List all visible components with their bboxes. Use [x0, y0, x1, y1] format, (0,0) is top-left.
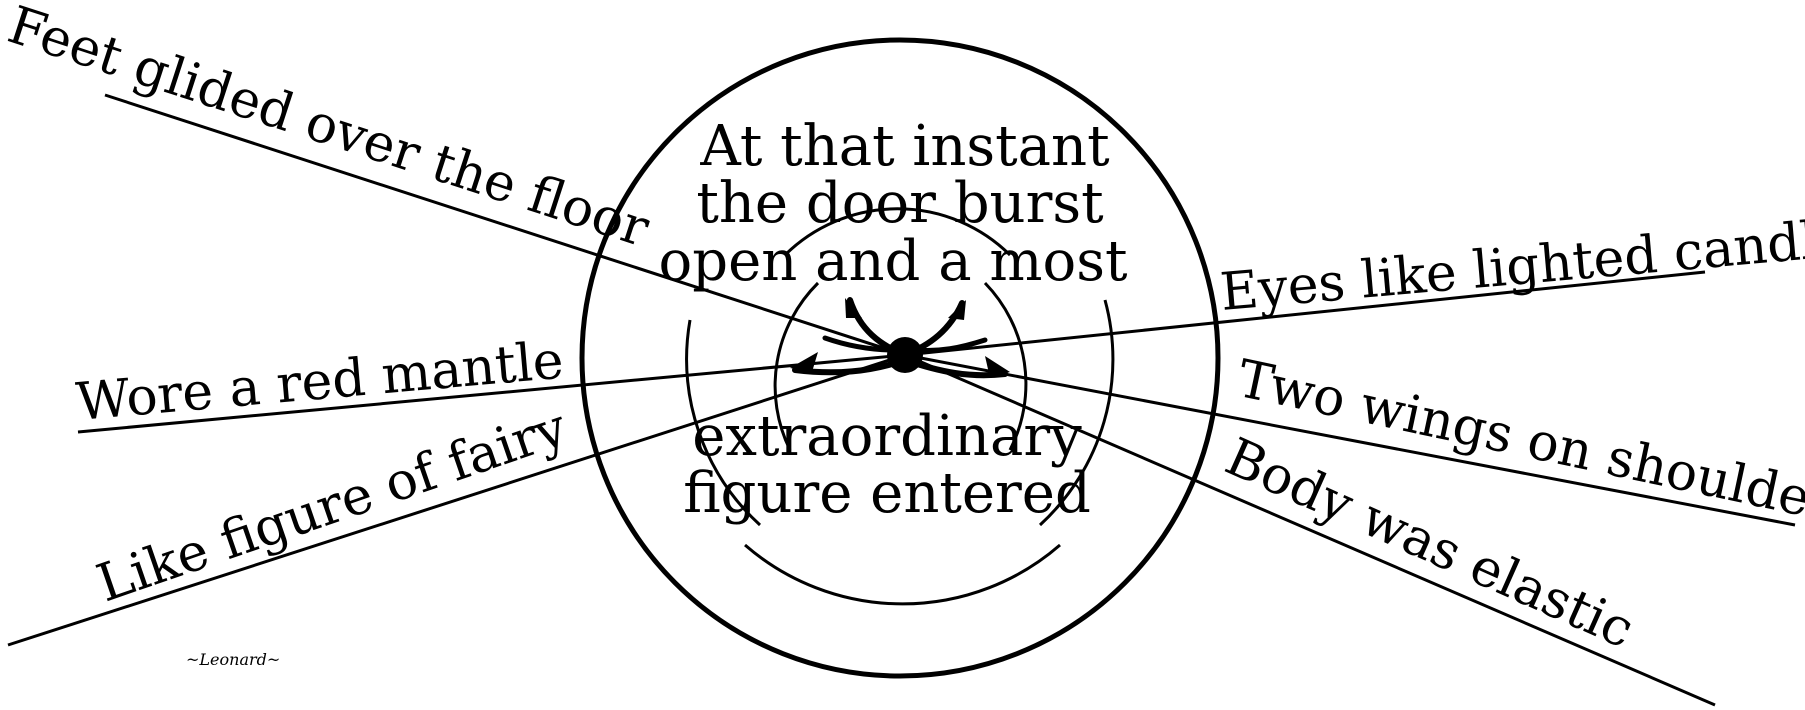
- signature: ~Leonard~: [186, 650, 280, 669]
- inner-arc-left: [685, 319, 762, 527]
- inner-arc-top: [783, 207, 1012, 257]
- center-line-5: figure entered: [683, 461, 1091, 526]
- center-line-3: open and a most: [659, 229, 1128, 294]
- spoke-line-body: [904, 353, 1716, 707]
- central-figure-icon: [790, 297, 1010, 379]
- inner-arc-bottom: [744, 543, 1061, 606]
- spoke-line-eyes: [904, 270, 1706, 357]
- spoke-line-mantle: [77, 353, 906, 434]
- spoke-line-wings: [904, 353, 1796, 527]
- spoke-line-feet: [104, 93, 906, 357]
- center-text: At that instant the door burst open and …: [659, 114, 1128, 526]
- center-line-1: At that instant: [699, 114, 1110, 179]
- inner-arc-small-right: [983, 281, 1028, 451]
- outer-circle: [579, 37, 1221, 679]
- inner-arc-small-left: [773, 281, 820, 451]
- center-line-2: the door burst: [696, 171, 1104, 236]
- center-line-4: extraordinary: [692, 404, 1082, 469]
- spoke-line-fairy: [7, 353, 906, 647]
